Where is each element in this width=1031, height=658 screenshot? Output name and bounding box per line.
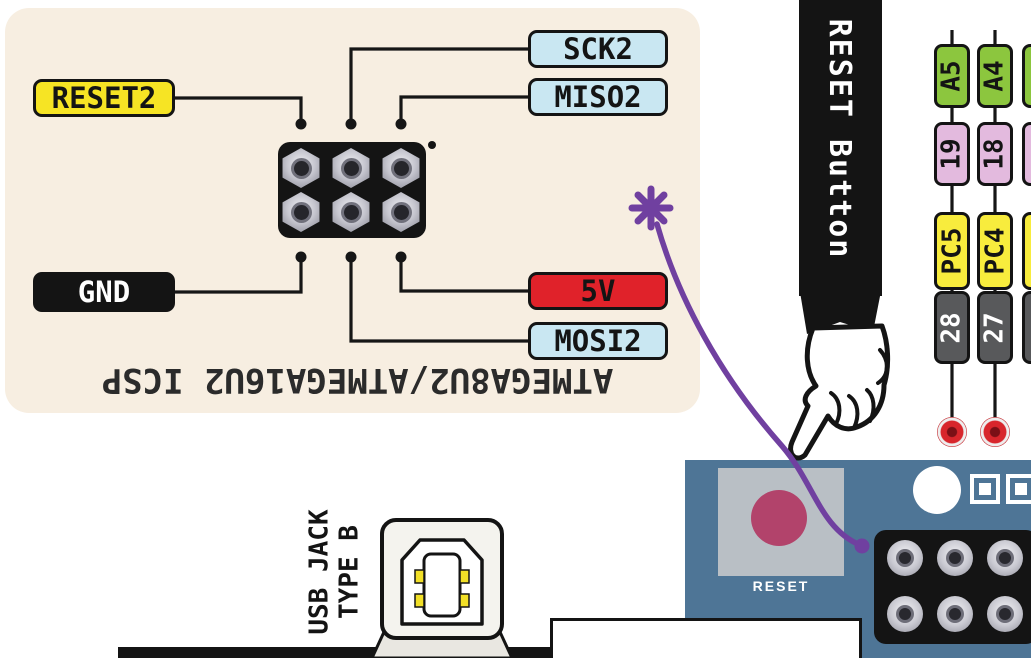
round-pin-icon [887, 540, 923, 576]
pin-label-5v: 5V [528, 272, 668, 310]
led-square-icon [1006, 474, 1031, 504]
pointing-hand-icon [788, 286, 891, 461]
led-square-icon [970, 474, 1000, 504]
board-icsp-header [874, 530, 1031, 644]
pin-label-pc4: PC4 [977, 212, 1013, 290]
pin-label-a4: A4 [977, 44, 1013, 108]
pin-label-18-text: 18 [980, 138, 1010, 170]
board-reset-label: RESET [752, 578, 810, 594]
usb-jack-label-line2: TYPE B [334, 525, 365, 619]
usb-connector-icon [370, 518, 514, 658]
pin-label-27-text: 27 [980, 311, 1010, 344]
pin-label-miso2: MISO2 [528, 78, 668, 116]
pin-label-a5-text: A5 [937, 60, 967, 92]
reset-button-pad [718, 468, 844, 576]
board-edge-strip [118, 647, 550, 658]
pin-label-partial [1022, 212, 1031, 290]
pin-label-gnd: GND [33, 272, 175, 312]
hex-pin-icon [382, 148, 420, 188]
pin-label-28: 28 [934, 291, 970, 364]
pin-label-27: 27 [977, 291, 1013, 364]
round-pin-icon [937, 596, 973, 632]
reset-ribbon-label: RESET Button [822, 18, 858, 260]
pin-label-pc5: PC5 [934, 212, 970, 290]
pin-label-pc5-text: PC5 [937, 227, 967, 275]
pin-label-a4-text: A4 [980, 60, 1010, 92]
pin-label-pc4-text: PC4 [980, 227, 1010, 275]
pin-label-18: 18 [977, 122, 1013, 186]
pin1-marker-dot [428, 141, 436, 149]
component-outline [550, 618, 862, 658]
round-pin-icon [887, 596, 923, 632]
reset-button-cap [751, 490, 807, 546]
pin-label-a5: A5 [934, 44, 970, 108]
pin-label-partial [1022, 44, 1031, 108]
round-pin-icon [987, 540, 1023, 576]
pin-label-sck2: SCK2 [528, 30, 668, 68]
hex-pin-icon [282, 192, 320, 232]
pin-label-mosi2: MOSI2 [528, 322, 668, 360]
usb-jack-label: USB JACK TYPE B [303, 500, 369, 645]
hex-pin-icon [382, 192, 420, 232]
hex-pin-icon [282, 148, 320, 188]
usb-jack-label-line1: USB JACK [304, 509, 335, 635]
red-pin-icon [980, 417, 1010, 447]
hex-pin-icon [332, 192, 370, 232]
pin-label-28-text: 28 [937, 311, 967, 344]
icsp2-panel-title: ATMEGA8U2/ATMEGA16U2 ICSP [101, 360, 614, 400]
via-hole-icon [913, 466, 961, 514]
icsp2-header [278, 142, 426, 238]
pin-label-19-text: 19 [937, 138, 967, 170]
red-pin-icon [937, 417, 967, 447]
pin-label-partial [1022, 122, 1031, 186]
hex-pin-icon [332, 148, 370, 188]
pin-label-19: 19 [934, 122, 970, 186]
round-pin-icon [987, 596, 1023, 632]
pin-label-reset2: RESET2 [33, 79, 175, 117]
round-pin-icon [937, 540, 973, 576]
pin-label-partial [1022, 291, 1031, 364]
